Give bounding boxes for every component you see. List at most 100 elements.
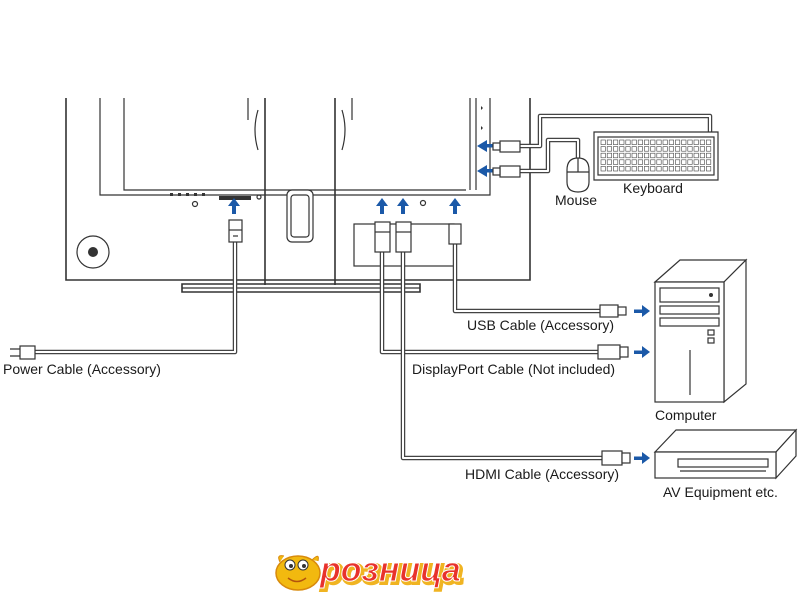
keyboard-key <box>644 139 650 145</box>
keyboard-key <box>606 152 612 159</box>
keyboard-mouse-cables <box>492 113 713 178</box>
keyboard-key <box>600 146 606 152</box>
keyboard-key <box>699 139 705 145</box>
keyboard-key <box>662 159 668 165</box>
av-equipment-label: AV Equipment etc. <box>663 484 778 500</box>
keyboard-key <box>606 166 612 172</box>
computer-icon <box>653 258 748 404</box>
keyboard-key <box>619 146 625 152</box>
power-cable-label: Power Cable (Accessory) <box>3 361 161 377</box>
keyboard-key <box>613 139 619 145</box>
keyboard-key <box>600 166 606 172</box>
keyboard-key <box>706 139 712 145</box>
hdmi-to-av-arrow-icon <box>634 452 650 464</box>
dp-to-computer-arrow-icon <box>634 346 650 358</box>
usb-cable-label: USB Cable (Accessory) <box>467 317 614 333</box>
keyboard-key <box>699 152 705 159</box>
logo-text: розница <box>319 551 461 589</box>
keyboard-key <box>675 159 681 165</box>
keyboard-key <box>675 146 681 152</box>
keyboard-key <box>619 152 625 159</box>
keyboard-key <box>687 166 693 172</box>
keyboard-key <box>644 152 650 159</box>
keyboard-key <box>650 139 656 145</box>
keyboard-key <box>668 159 674 165</box>
keyboard-key <box>600 139 606 145</box>
keyboard-key <box>681 152 687 159</box>
keyboard-key <box>675 152 681 159</box>
power-port-arrow-icon <box>228 198 240 214</box>
displayport-cable-label: DisplayPort Cable (Not included) <box>412 361 615 377</box>
keyboard-key <box>650 146 656 152</box>
keyboard-key <box>600 159 606 165</box>
keyboard-key <box>656 146 662 152</box>
keyboard-key <box>693 152 699 159</box>
keyboard-key <box>662 146 668 152</box>
keyboard-key <box>699 166 705 172</box>
keyboard-key <box>699 159 705 165</box>
hdmi-port-arrow-icon <box>397 198 409 214</box>
usb-upstream-cable <box>448 223 627 318</box>
keyboard-key <box>606 146 612 152</box>
keyboard-key <box>644 159 650 165</box>
keyboard-key <box>693 166 699 172</box>
keyboard-key <box>650 166 656 172</box>
logo-mascot-icon <box>275 555 321 591</box>
keyboard-key <box>675 166 681 172</box>
keyboard-key <box>613 146 619 152</box>
keyboard-key <box>693 146 699 152</box>
keyboard-key <box>619 139 625 145</box>
keyboard-key <box>631 139 637 145</box>
av-equipment-icon <box>653 428 798 480</box>
keyboard-key <box>681 159 687 165</box>
keyboard-key <box>675 139 681 145</box>
keyboard-key <box>625 139 631 145</box>
displayport-port-arrow-icon <box>376 198 388 214</box>
keyboard-key <box>625 159 631 165</box>
power-cable <box>10 219 243 360</box>
keyboard-key <box>668 166 674 172</box>
keyboard-key <box>637 139 643 145</box>
logo: розница розница <box>275 551 465 593</box>
keyboard-key <box>619 166 625 172</box>
keyboard-key <box>699 146 705 152</box>
computer-label: Computer <box>655 407 717 423</box>
keyboard-key <box>687 146 693 152</box>
keyboard-key <box>600 152 606 159</box>
keyboard-key <box>631 146 637 152</box>
keyboard-key <box>625 146 631 152</box>
keyboard-key <box>687 139 693 145</box>
keyboard-key <box>693 139 699 145</box>
port-arrows <box>228 140 495 214</box>
keyboard-key <box>706 159 712 165</box>
logo-text-shadow: розница <box>321 553 463 591</box>
keyboard-key <box>681 146 687 152</box>
hdmi-cable-label: HDMI Cable (Accessory) <box>465 466 619 482</box>
usb-upstream-port-arrow-icon <box>449 198 461 214</box>
keyboard-key <box>631 159 637 165</box>
keyboard-key <box>606 159 612 165</box>
keyboard-key <box>637 166 643 172</box>
keyboard-key <box>650 159 656 165</box>
keyboard-key <box>613 152 619 159</box>
mouse-icon <box>566 157 590 193</box>
hdmi-cable <box>395 221 631 466</box>
keyboard-key <box>656 159 662 165</box>
keyboard-key <box>631 152 637 159</box>
keyboard-key <box>668 152 674 159</box>
keyboard-key <box>606 139 612 145</box>
keyboard-key <box>644 146 650 152</box>
keyboard-key <box>693 159 699 165</box>
displayport-cable <box>374 221 629 360</box>
keyboard-key <box>681 166 687 172</box>
keyboard-key <box>625 152 631 159</box>
keyboard-key <box>706 152 712 159</box>
keyboard-key <box>706 146 712 152</box>
keyboard-key <box>644 166 650 172</box>
keyboard-key <box>637 146 643 152</box>
keyboard-key <box>625 166 631 172</box>
keyboard-key <box>662 139 668 145</box>
keyboard-key <box>637 159 643 165</box>
